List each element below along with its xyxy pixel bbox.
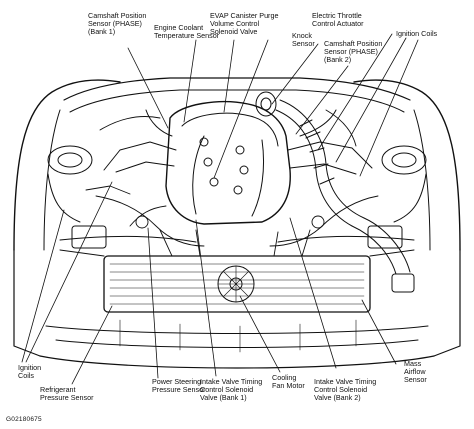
label-refrigerant-pressure-sensor: Refrigerant Pressure Sensor <box>40 385 94 403</box>
label-mass-airflow-sensor: Mass Airflow Sensor <box>404 359 427 385</box>
label-evap-canister-purge-valve: EVAP Canister Purge Volume Control Solen… <box>210 11 279 37</box>
label-intake-valve-timing-bank-1: Intake Valve Timing Control Solenoid Val… <box>200 377 263 403</box>
label-camshaft-position-sensor-bank-1: Camshaft Position Sensor (PHASE) (Bank 1… <box>88 11 147 37</box>
label-electric-throttle-control-actuator: Electric Throttle Control Actuator <box>312 11 364 29</box>
label-ignition-coils-left: Ignition Coils <box>18 363 42 381</box>
label-ignition-coils-right: Ignition Coils <box>396 29 438 38</box>
air-intake-duct <box>255 91 415 293</box>
engine-block <box>103 101 373 225</box>
label-engine-coolant-temperature-sensor: Engine Coolant Temperature Sensor <box>154 23 220 41</box>
label-intake-valve-timing-bank-2: Intake Valve Timing Control Solenoid Val… <box>314 377 377 403</box>
body-outline <box>13 77 461 369</box>
leader-lines <box>21 33 419 385</box>
label-knock-sensor: Knock Sensor <box>292 31 315 49</box>
figure-code: G02180675 <box>6 416 42 423</box>
strut-towers <box>47 145 427 223</box>
front-bumper <box>45 319 429 353</box>
label-cooling-fan-motor: Cooling Fan Motor <box>272 373 305 391</box>
label-camshaft-position-sensor-bank-2: Camshaft Position Sensor (PHASE) (Bank 2… <box>324 39 383 65</box>
radiator-core <box>59 225 415 313</box>
label-power-steering-pressure-sensor: Power Steering Pressure Sensor <box>152 377 206 395</box>
